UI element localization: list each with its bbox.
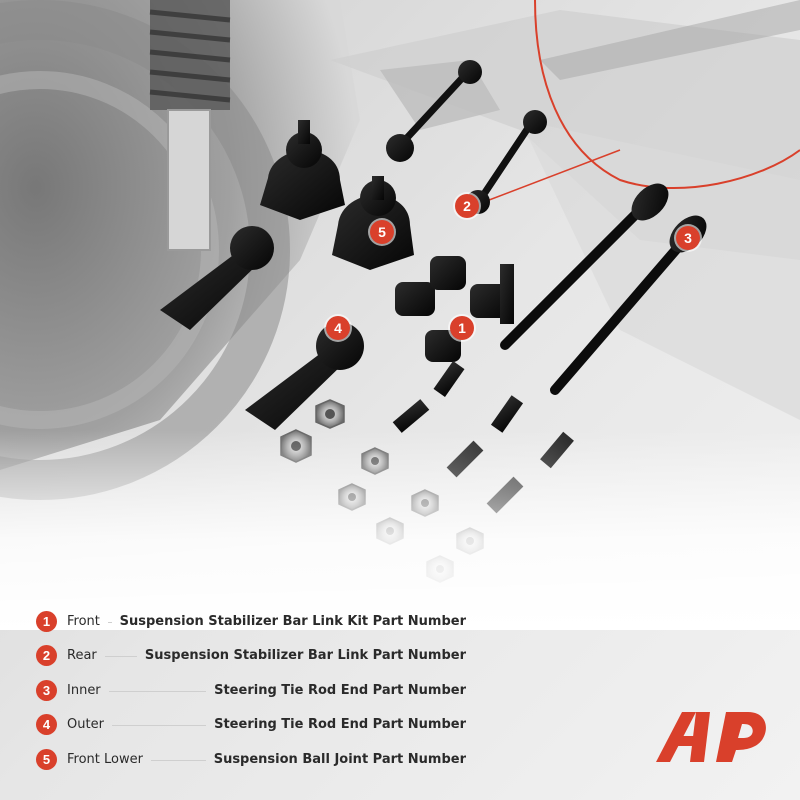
legend-leader-line [107, 621, 112, 623]
callout-5: 5 [370, 220, 394, 244]
legend-row: 4 Outer Steering Tie Rod End Part Number [36, 708, 466, 743]
legend-row: 5 Front Lower Suspension Ball Joint Part… [36, 742, 466, 777]
legend-number-badge: 3 [36, 679, 57, 701]
parts-legend: 1 Front Suspension Stabilizer Bar Link K… [36, 604, 466, 777]
callout-1: 1 [450, 316, 474, 340]
legend-leader-line [104, 656, 137, 658]
legend-number-badge: 4 [36, 714, 57, 736]
callout-2: 2 [455, 194, 479, 218]
callout-4: 4 [326, 316, 350, 340]
legend-number-badge: 5 [36, 748, 57, 770]
legend-leader-line [111, 725, 207, 727]
photo-fade [0, 430, 800, 630]
legend-position: Outer [67, 717, 104, 733]
legend-row: 3 Inner Steering Tie Rod End Part Number [36, 673, 466, 708]
callout-3: 3 [676, 226, 700, 250]
legend-position: Front [67, 613, 100, 629]
legend-description: Steering Tie Rod End Part Number [214, 717, 466, 733]
brand-logo-icon [656, 712, 766, 762]
legend-leader-line [150, 759, 206, 761]
legend-row: 1 Front Suspension Stabilizer Bar Link K… [36, 604, 466, 639]
legend-number-badge: 2 [36, 645, 57, 667]
legend-row: 2 Rear Suspension Stabilizer Bar Link Pa… [36, 639, 466, 674]
legend-number-badge: 1 [36, 610, 57, 632]
legend-description: Suspension Stabilizer Bar Link Part Numb… [144, 648, 466, 664]
legend-description: Suspension Ball Joint Part Number [213, 751, 466, 767]
legend-leader-line [108, 690, 207, 692]
legend-position: Inner [67, 682, 101, 698]
legend-position: Rear [67, 648, 97, 664]
legend-position: Front Lower [67, 751, 143, 767]
legend-description: Steering Tie Rod End Part Number [214, 682, 466, 698]
legend-description: Suspension Stabilizer Bar Link Kit Part … [119, 613, 466, 629]
